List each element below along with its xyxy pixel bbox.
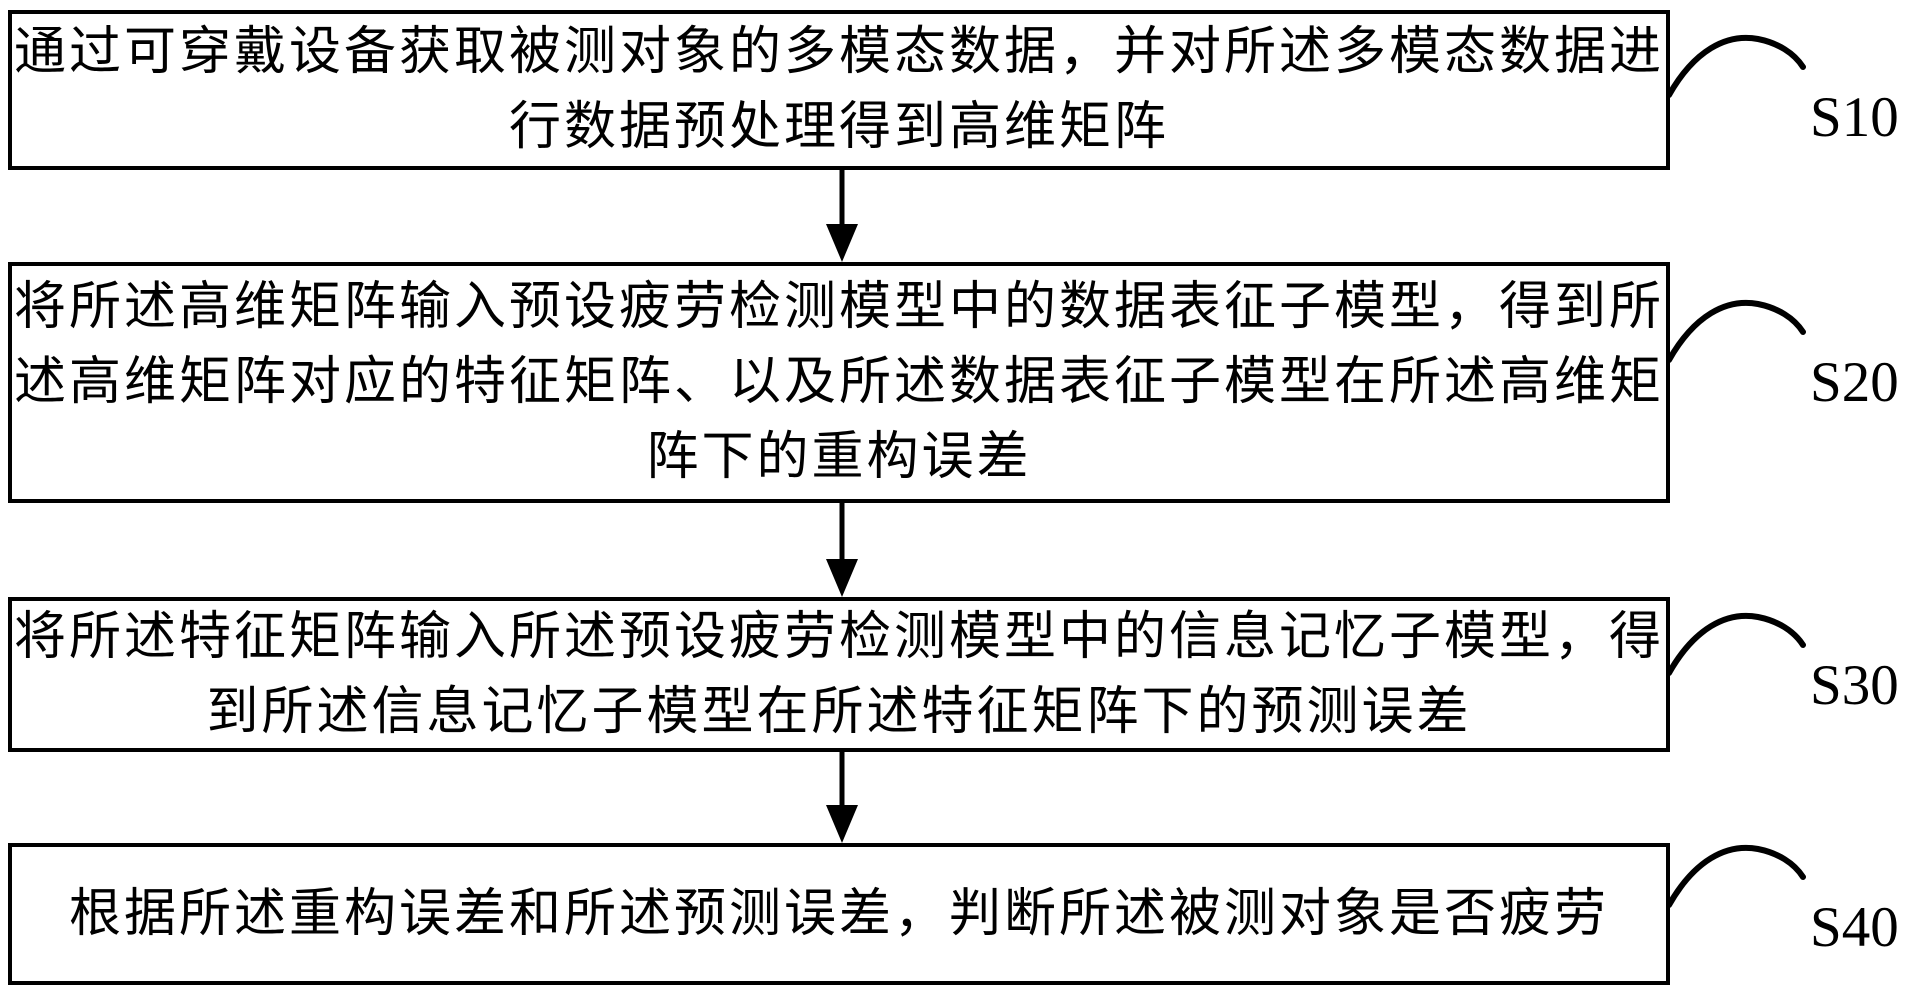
step-s10-text-line: 通过可穿戴设备获取被测对象的多模态数据，并对所述多模态数据进 [13,24,1664,81]
leader-curve-icon [1666,844,1806,908]
step-box-s20: 将所述高维矩阵输入预设疲劳检测模型中的数据表征子模型，得到所 述高维矩阵对应的特… [8,262,1670,503]
step-s30-text-line: 将所述特征矩阵输入所述预设疲劳检测模型中的信息记忆子模型，得 [13,608,1664,666]
step-s40-text-line: 根据所述重构误差和所述预测误差，判断所述被测对象是否疲劳 [68,885,1609,943]
step-label-s30: S30 [1810,654,1899,717]
step-label-s20: S20 [1810,351,1899,414]
step-label-s40: S40 [1810,896,1899,959]
step-box-s10: 通过可穿戴设备获取被测对象的多模态数据，并对所述多模态数据进 行数据预处理得到高… [8,10,1670,170]
step-box-s30: 将所述特征矩阵输入所述预设疲劳检测模型中的信息记忆子模型，得 到所述信息记忆子模… [8,597,1670,752]
step-box-s40: 根据所述重构误差和所述预测误差，判断所述被测对象是否疲劳 [8,843,1670,985]
leader-curve-icon [1666,299,1806,363]
leader-curve-icon [1666,612,1806,676]
flow-arrow-down-icon [826,503,858,597]
step-label-s10: S10 [1810,86,1899,149]
leader-curve-icon [1666,34,1806,98]
step-s20-text-line: 将所述高维矩阵输入预设疲劳检测模型中的数据表征子模型，得到所 [13,279,1664,336]
step-s20-text-line: 阵下的重构误差 [646,429,1032,486]
step-s10-text-line: 行数据预处理得到高维矩阵 [508,99,1169,156]
flow-arrow-down-icon [826,170,858,262]
step-s20-text-line: 述高维矩阵对应的特征矩阵、以及所述数据表征子模型在所述高维矩 [13,354,1664,411]
step-s30-text-line: 到所述信息记忆子模型在所述特征矩阵下的预测误差 [206,683,1472,741]
flow-arrow-down-icon [826,752,858,843]
